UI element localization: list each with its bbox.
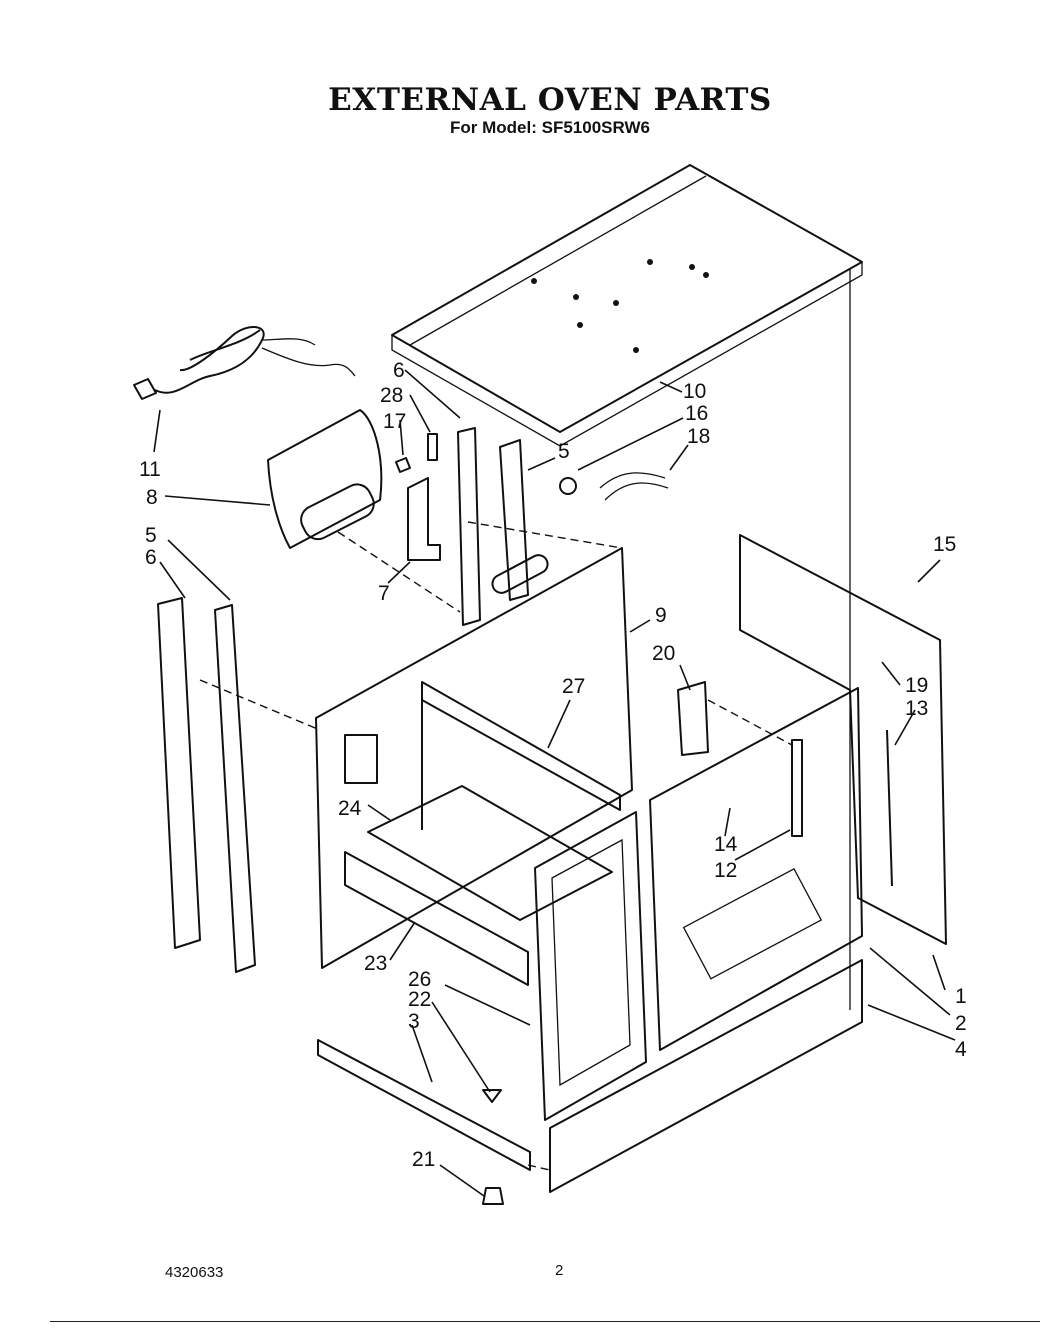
callout-8: 8 <box>146 486 158 509</box>
page-number: 2 <box>555 1262 564 1279</box>
wire-harness <box>599 472 669 501</box>
callout-14: 14 <box>714 833 738 856</box>
callout-12: 12 <box>714 859 737 882</box>
callout-5-top: 5 <box>558 440 570 463</box>
hinge-receiver <box>791 739 803 837</box>
callout-21: 21 <box>412 1148 435 1171</box>
callout-5-left: 5 <box>145 524 157 547</box>
rear-rail-channel <box>499 439 529 601</box>
assembly-line-4 <box>707 699 793 746</box>
callout-11: 11 <box>139 458 161 481</box>
callout-22: 22 <box>408 988 431 1011</box>
power-cord <box>133 326 356 400</box>
assembly-line-2 <box>467 521 623 549</box>
leveling-leg <box>482 1187 504 1205</box>
leveling-clip <box>482 1089 502 1103</box>
callout-27: 27 <box>562 675 585 698</box>
callout-15: 15 <box>933 533 956 556</box>
kick-plate <box>549 959 863 1193</box>
callout-1: 1 <box>955 985 967 1008</box>
model-subtitle: For Model: SF5100SRW6 <box>450 118 650 137</box>
bottom-rule <box>50 1321 1040 1322</box>
callout-28: 28 <box>380 384 403 407</box>
callout-6-top: 6 <box>393 359 405 382</box>
page-title: EXTERNAL OVEN PARTS <box>328 82 772 118</box>
small-clip <box>427 433 438 461</box>
back-cover <box>267 409 383 549</box>
callout-10: 10 <box>683 380 706 403</box>
callout-24: 24 <box>338 797 362 820</box>
front-frame <box>534 811 647 1121</box>
callout-17: 17 <box>383 410 406 433</box>
front-frame-rail <box>344 851 529 986</box>
callout-16: 16 <box>685 402 708 425</box>
leader-lines <box>153 369 956 1197</box>
callout-3: 3 <box>408 1010 420 1033</box>
callout-18: 18 <box>687 425 710 448</box>
terminal-block <box>559 477 577 495</box>
callout-20: 20 <box>652 642 675 665</box>
bracket <box>407 477 441 561</box>
callout-26: 26 <box>408 968 431 991</box>
callout-4: 4 <box>955 1038 967 1061</box>
assembly-line-3 <box>199 679 321 731</box>
assembly-line-5 <box>527 1164 551 1171</box>
back-panel <box>315 547 633 969</box>
callout-13: 13 <box>905 697 928 720</box>
bottom-rail <box>317 1039 531 1171</box>
callout-23: 23 <box>364 952 387 975</box>
small-grommet <box>395 457 411 473</box>
oven-bottom <box>367 785 613 921</box>
callout-19: 19 <box>905 674 928 697</box>
insulation-retainer <box>677 681 709 756</box>
callout-6-left: 6 <box>145 546 157 569</box>
side-trim <box>886 729 893 887</box>
right-side-panel <box>649 534 947 1051</box>
document-number: 4320633 <box>165 1264 224 1281</box>
left-side-rails <box>157 597 256 973</box>
callout-9: 9 <box>655 604 667 627</box>
rear-rail-right <box>457 427 481 626</box>
callout-2: 2 <box>955 1012 967 1035</box>
top-panel <box>391 164 863 447</box>
callout-7: 7 <box>378 582 390 605</box>
